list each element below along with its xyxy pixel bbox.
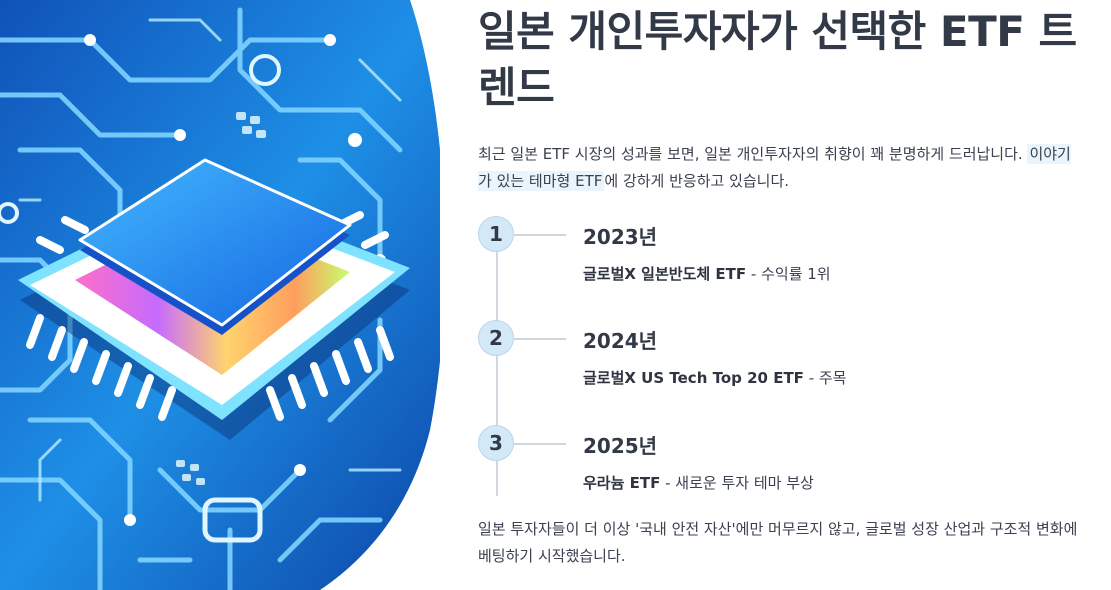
- intro-text-end: 에 강하게 반응하고 있습니다.: [604, 172, 790, 190]
- content-panel: 일본 개인투자자가 선택한 ETF 트렌드 최근 일본 ETF 시장의 성과를 …: [478, 0, 1088, 590]
- intro-text-start: 최근 일본 ETF 시장의 성과를 보면, 일본 개인투자자의 취향이 꽤 분명…: [478, 145, 1028, 163]
- step-note: - 주목: [803, 369, 847, 387]
- step-number-badge: 3: [478, 425, 514, 461]
- circuit-chip-illustration: [0, 0, 440, 590]
- step-note: - 새로운 투자 테마 부상: [660, 474, 814, 492]
- step-connector: [514, 234, 566, 236]
- page-title: 일본 개인투자자가 선택한 ETF 트렌드: [478, 7, 1077, 112]
- timeline-step: 1 2023년 글로벌X 일본반도체 ETF - 수익률 1위: [478, 216, 1078, 296]
- step-note: - 수익률 1위: [746, 265, 831, 283]
- step-number-badge: 1: [478, 216, 514, 252]
- step-year: 2024년: [583, 329, 658, 353]
- step-connector: [514, 443, 566, 445]
- timeline-step: 3 2025년 우라늄 ETF - 새로운 투자 테마 부상: [478, 425, 1078, 505]
- step-year: 2025년: [583, 434, 658, 458]
- timeline: 1 2023년 글로벌X 일본반도체 ETF - 수익률 1위 2 2024년 …: [478, 212, 1078, 502]
- step-year: 2023년: [583, 225, 658, 249]
- step-fund-name: 글로벌X US Tech Top 20 ETF: [583, 369, 804, 387]
- outro-paragraph: 일본 투자자들이 더 이상 '국내 안전 자산'에만 머무르지 않고, 글로벌 …: [478, 520, 1078, 565]
- step-fund-name: 글로벌X 일본반도체 ETF: [583, 265, 747, 283]
- step-connector: [514, 338, 566, 340]
- intro-paragraph: 최근 일본 ETF 시장의 성과를 보면, 일본 개인투자자의 취향이 꽤 분명…: [478, 141, 1078, 195]
- timeline-vertical-line: [496, 234, 498, 496]
- step-number-badge: 2: [478, 320, 514, 356]
- step-detail: 글로벌X US Tech Top 20 ETF - 주목: [583, 367, 847, 388]
- timeline-step: 2 2024년 글로벌X US Tech Top 20 ETF - 주목: [478, 320, 1078, 400]
- step-detail: 우라늄 ETF - 새로운 투자 테마 부상: [583, 472, 814, 493]
- step-detail: 글로벌X 일본반도체 ETF - 수익률 1위: [583, 263, 831, 284]
- step-fund-name: 우라늄 ETF: [583, 474, 661, 492]
